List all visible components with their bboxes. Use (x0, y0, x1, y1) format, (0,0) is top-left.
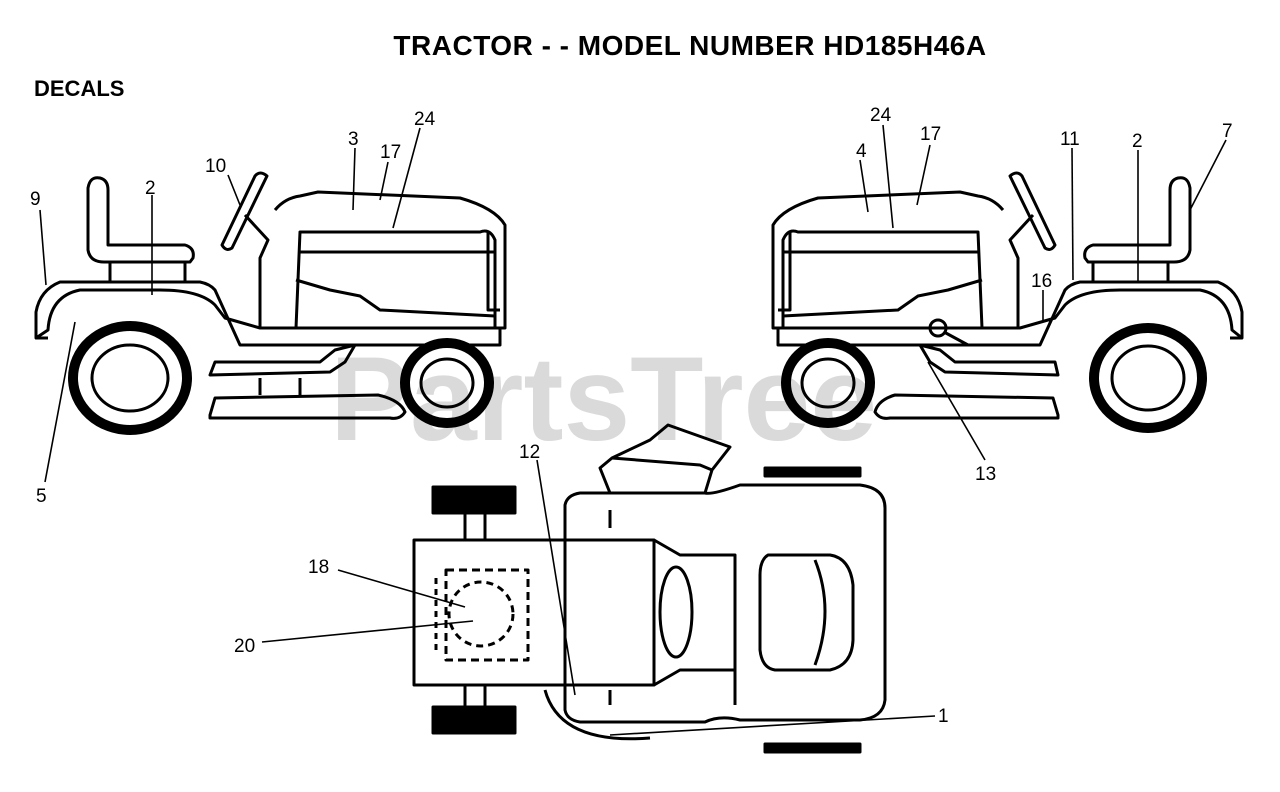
top-seat (758, 553, 855, 672)
top-right-front-tire (431, 705, 517, 735)
section-label: DECALS (34, 76, 125, 101)
left-side-tractor (34, 171, 507, 435)
callout-2-right: 2 (1132, 131, 1143, 152)
callout-3: 3 (348, 129, 359, 150)
top-steering (598, 423, 732, 494)
top-rear-tire-lower (763, 742, 862, 754)
top-body (563, 483, 887, 724)
right-steering-wheel (1008, 171, 1057, 251)
left-mower-deck (208, 393, 407, 420)
right-seat (1083, 176, 1192, 264)
callout-4: 4 (856, 141, 867, 162)
right-side-tractor (771, 171, 1244, 433)
callout-20: 20 (234, 636, 255, 657)
callout-5: 5 (36, 486, 47, 507)
callout-9: 9 (30, 189, 41, 210)
top-view-tractor (412, 423, 887, 754)
leader-lines (39, 124, 1227, 736)
callout-1: 1 (938, 706, 949, 727)
callout-labels: 9 2 10 3 17 24 5 24 4 17 11 2 7 16 13 12… (30, 105, 1233, 727)
left-rear-wheel (68, 321, 192, 435)
left-rear-fender (34, 280, 502, 347)
callout-24-left: 24 (414, 109, 436, 130)
left-steering-wheel (220, 171, 269, 251)
top-hood (412, 538, 656, 687)
decal-area-18 (444, 568, 530, 662)
top-left-front-tire (431, 485, 517, 515)
left-front-wheel (400, 338, 494, 428)
callout-11: 11 (1060, 129, 1080, 150)
right-rear-fender (776, 280, 1244, 347)
right-front-wheel (781, 338, 875, 428)
top-deck-chute (543, 689, 651, 741)
decal-area-20 (447, 580, 515, 648)
page-title: TRACTOR - - MODEL NUMBER HD185H46A (393, 30, 987, 61)
callout-10: 10 (205, 156, 226, 177)
callout-17-left: 17 (380, 142, 401, 163)
right-hood (771, 190, 1005, 330)
callout-17-right: 17 (920, 124, 941, 145)
top-rear-tire-upper (763, 466, 862, 478)
left-hood (273, 190, 507, 330)
right-mower-deck (873, 393, 1060, 420)
callout-13: 13 (975, 464, 996, 485)
left-seat (86, 176, 195, 264)
callout-16: 16 (1031, 271, 1052, 292)
callout-18: 18 (308, 557, 329, 578)
callout-2-left: 2 (145, 178, 156, 199)
right-rear-wheel (1089, 323, 1207, 433)
callout-12: 12 (519, 442, 540, 463)
callout-24-right: 24 (870, 105, 892, 126)
callout-7: 7 (1222, 121, 1233, 142)
